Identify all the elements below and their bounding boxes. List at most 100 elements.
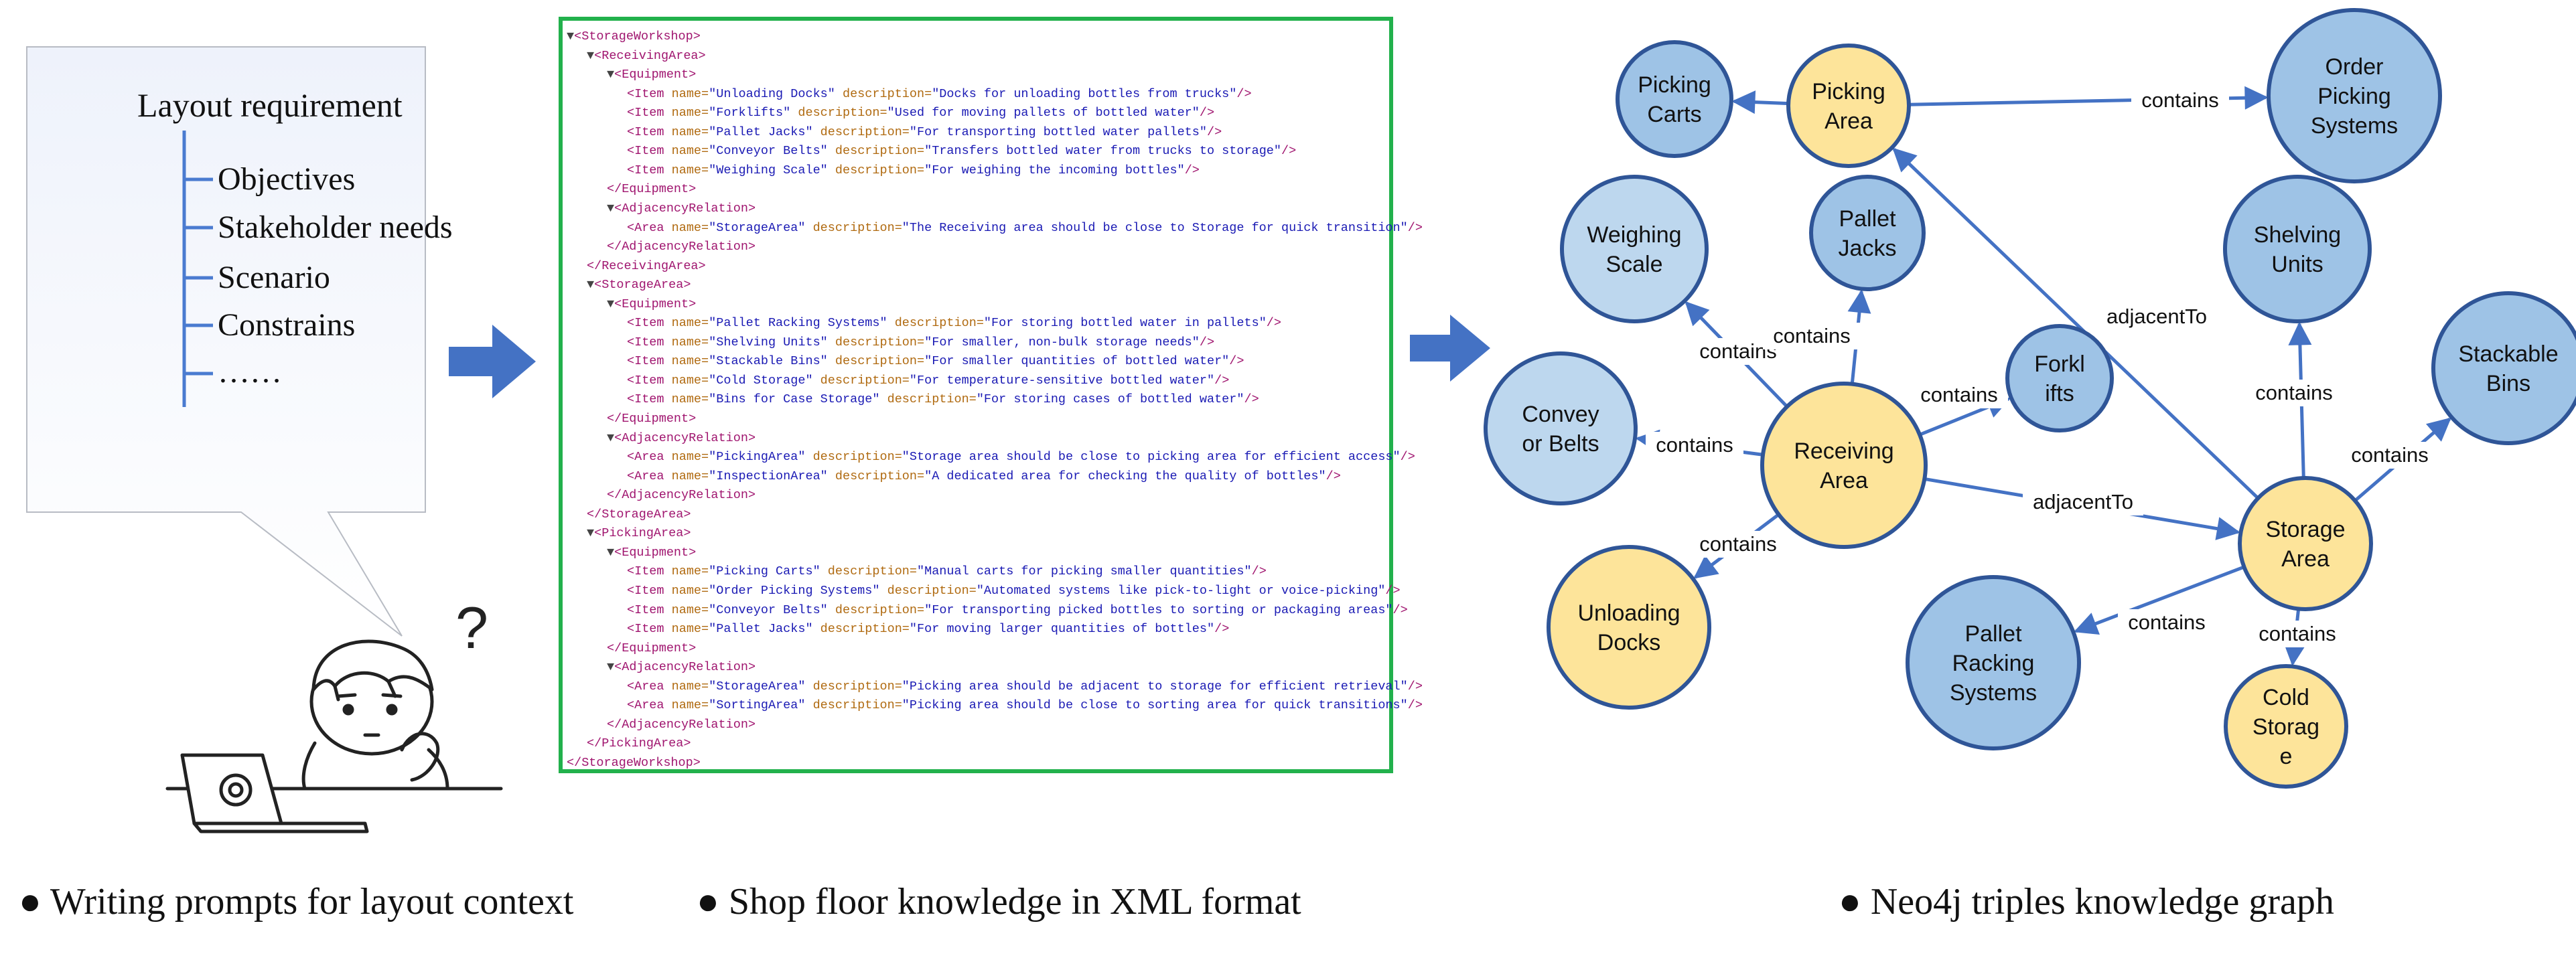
node-label: Shelving: [2254, 222, 2341, 248]
xml-line: </StorageWorkshop>: [567, 755, 701, 770]
speech-bubble: [26, 46, 426, 637]
node-circle: [1786, 44, 1911, 168]
person-at-laptop-icon: [165, 639, 503, 833]
node-picking_area[interactable]: PickingArea: [1786, 44, 1911, 168]
node-label: Carts: [1647, 102, 1701, 127]
xml-line: <Item name="Unloading Docks" description…: [627, 86, 1252, 101]
node-label: Docks: [1597, 630, 1660, 655]
node-circle: [2005, 324, 2114, 432]
edge-label: adjacentTo: [2033, 490, 2133, 513]
node-label: Cold: [2263, 685, 2309, 710]
node-storage_area[interactable]: StorageArea: [2238, 476, 2373, 611]
caption-xml: ● Shop floor knowledge in XML format: [697, 881, 1301, 923]
node-label: Scale: [1605, 252, 1662, 277]
xml-line: </ReceivingArea>: [587, 258, 706, 273]
xml-line: <Item name="Pallet Jacks" description="F…: [627, 622, 1230, 637]
node-label: Order: [2325, 54, 2384, 80]
xml-line: <Area name="PickingArea" description="St…: [627, 450, 1415, 465]
node-circle: [1616, 40, 1733, 158]
xml-line: <Item name="Stackable Bins" description=…: [627, 354, 1244, 369]
node-conveyor_belts[interactable]: Convey or Belts: [1484, 351, 1638, 505]
edge-label: contains: [1773, 324, 1850, 347]
xml-panel: [559, 17, 1393, 773]
node-circle: [1760, 382, 1928, 549]
edge-label: contains: [2351, 443, 2428, 467]
edge-storage_area-picking_area: [1892, 147, 2259, 499]
node-label: ifts: [2045, 381, 2074, 406]
node-circle: [1560, 175, 1709, 323]
node-label: Systems: [1950, 680, 2037, 706]
node-label: Storag: [2252, 714, 2319, 740]
edge-label: contains: [2255, 381, 2332, 404]
node-receiving_area[interactable]: ReceivingArea: [1760, 382, 1928, 549]
xml-line: <Area name="InspectionArea" description=…: [627, 469, 1341, 483]
xml-line: ▼<Equipment>: [607, 545, 697, 560]
xml-line: <Item name="Forklifts" description="Used…: [627, 106, 1215, 121]
xml-line: ▼<StorageWorkshop>: [567, 29, 701, 44]
xml-line: <Item name="Weighing Scale" description=…: [627, 163, 1200, 177]
node-circle: [2267, 8, 2442, 183]
edge-label: contains: [1656, 433, 1733, 457]
node-label: Picking: [1812, 79, 1885, 104]
requirement-item: Objectives: [218, 161, 356, 197]
node-label: Units: [2271, 252, 2323, 277]
edge-label: contains: [1920, 383, 1997, 406]
xml-line: <Area name="StorageArea" description="Pi…: [627, 679, 1423, 694]
edge-label-background: [1646, 432, 1743, 459]
xml-line: <Item name="Shelving Units" description=…: [627, 335, 1215, 349]
node-label: Bins: [2486, 371, 2530, 396]
node-label: or Belts: [1522, 431, 1599, 457]
right-arrow-icon: [1410, 315, 1490, 382]
node-label: Jacks: [1839, 236, 1897, 261]
node-label: Storage: [2265, 517, 2345, 542]
node-label: Weighing: [1587, 222, 1681, 248]
xml-line: <Item name="Order Picking Systems" descr…: [627, 583, 1401, 598]
xml-line: <Area name="StorageArea" description="Th…: [627, 220, 1423, 235]
node-label: Systems: [2311, 113, 2398, 139]
xml-line: <Item name="Conveyor Belts" description=…: [627, 144, 1297, 159]
xml-line: ▼<StorageArea>: [587, 278, 691, 293]
node-label: Forkl: [2034, 351, 2085, 377]
xml-line: </StorageArea>: [587, 507, 691, 522]
xml-line: </Equipment>: [607, 641, 697, 655]
edge-label-background: [1910, 382, 2008, 408]
xml-line: </PickingArea>: [587, 736, 691, 751]
edge-label: contains: [2141, 88, 2218, 112]
edge-picking_area-picking_carts: [1731, 90, 1789, 114]
edge-label: adjacentTo: [2106, 305, 2207, 328]
edge-label-background: [2248, 621, 2346, 647]
node-label: Stackable: [2458, 341, 2558, 367]
node-label: Area: [1820, 468, 1868, 493]
node-circle: [1484, 351, 1638, 505]
xml-line: <Item name="Pallet Racking Systems" desc…: [627, 316, 1282, 331]
node-circle: [2223, 175, 2372, 323]
node-forklifts[interactable]: Forkl ifts: [2005, 324, 2114, 432]
node-label: Convey: [1522, 402, 1599, 427]
node-label: Pallet: [1839, 206, 1896, 232]
edge-label-background: [1763, 323, 1861, 349]
xml-line: </AdjacencyRelation>: [607, 488, 756, 503]
edge-label: contains: [2128, 611, 2205, 634]
right-arrow-icon: [449, 325, 536, 398]
caption-prompts: ● Writing prompts for layout context: [19, 881, 574, 923]
xml-line: <Item name="Cold Storage" description="F…: [627, 373, 1230, 388]
xml-line: </AdjacencyRelation>: [607, 240, 756, 254]
edge-label: contains: [2259, 622, 2336, 645]
node-label: Receiving: [1794, 438, 1893, 464]
edge-label-background: [2096, 303, 2217, 330]
requirement-tree-lines: [182, 131, 213, 407]
edge-label-background: [1689, 531, 1787, 558]
edge-label-background: [2341, 442, 2439, 469]
question-mark: ?: [455, 594, 488, 661]
node-circle: [1906, 575, 2081, 750]
node-label: Racking: [1952, 651, 2035, 676]
